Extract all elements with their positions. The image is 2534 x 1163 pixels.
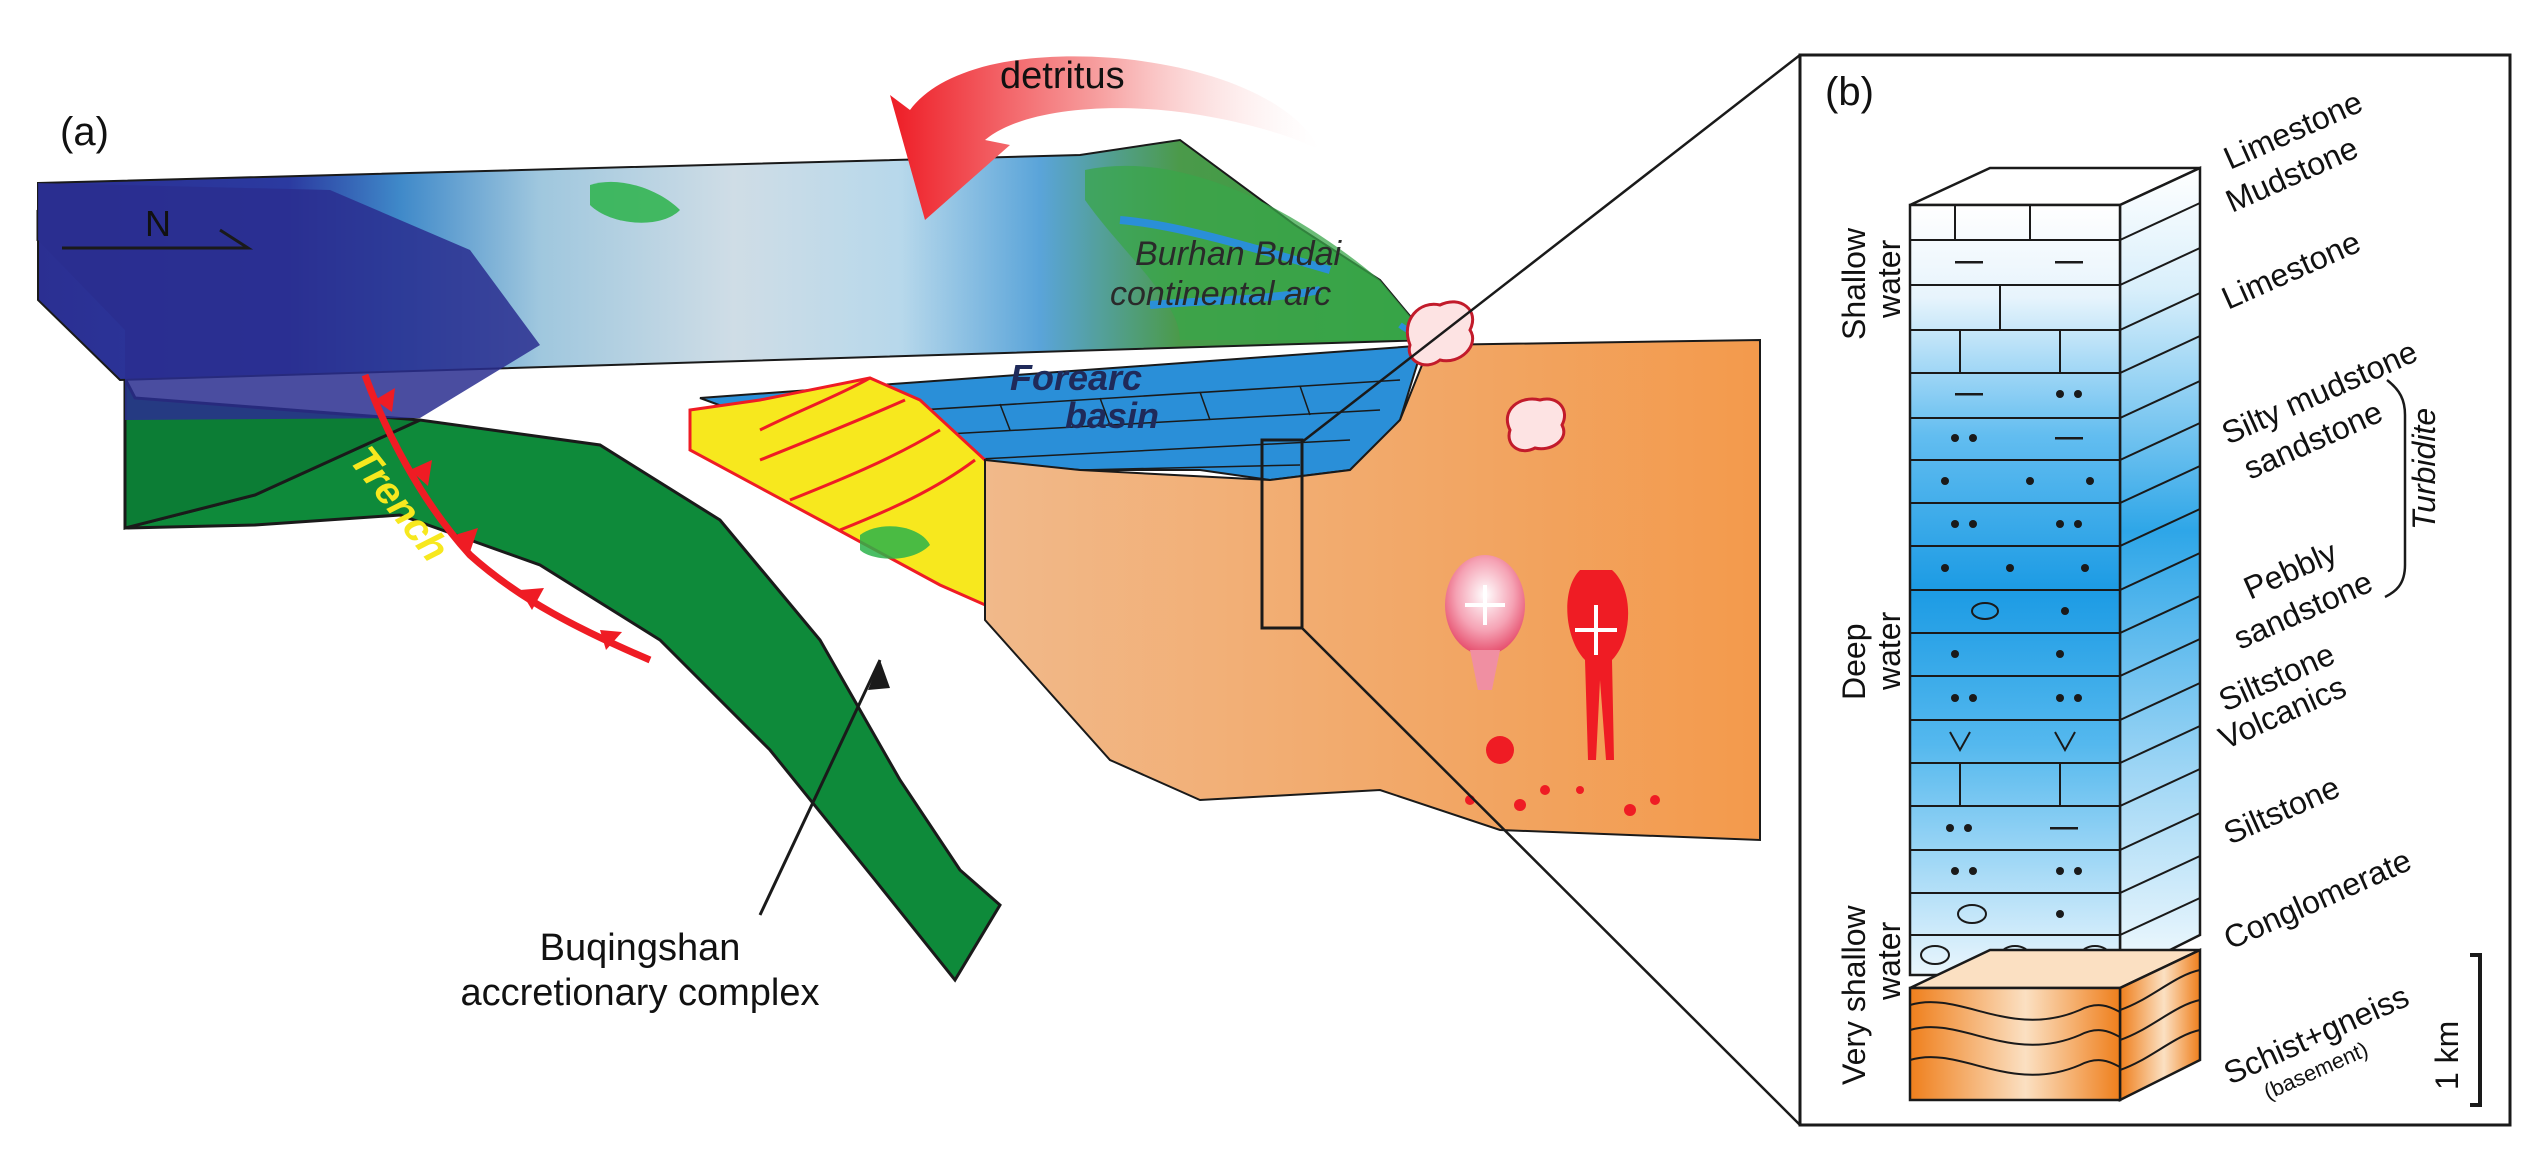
env-deep-line2: water bbox=[1871, 611, 1907, 691]
complex-label-line2: accretionary complex bbox=[460, 972, 819, 1014]
pluton-red-cross-icon bbox=[1575, 605, 1617, 655]
forearc-label-line2: basin bbox=[1065, 395, 1159, 436]
detritus-label: detritus bbox=[1000, 55, 1125, 97]
north-arrow-icon bbox=[62, 228, 254, 250]
column-layers bbox=[1910, 202, 2201, 936]
env-very-shallow-line2: water bbox=[1871, 921, 1907, 1001]
complex-leader-arrowhead bbox=[868, 660, 890, 690]
scale-label: 1 km bbox=[2429, 1021, 2465, 1090]
arc-label-line1: Burhan Budai bbox=[1135, 235, 1342, 273]
arc-label-line2: continental arc bbox=[1110, 275, 1331, 313]
env-very-shallow-line1: Very shallow bbox=[1836, 904, 1872, 1085]
detritus-arrow bbox=[890, 56, 1320, 220]
env-deep-line1: Deep bbox=[1836, 624, 1872, 701]
magma-droplets bbox=[1465, 736, 1660, 816]
pluton-pink-tail bbox=[1470, 650, 1500, 690]
turbidite-label: Turbidite bbox=[2406, 408, 2442, 530]
wedge-thrusts bbox=[759, 376, 976, 532]
trench-teeth bbox=[375, 388, 622, 650]
forearc-label-line1: Forearc bbox=[1010, 357, 1142, 398]
ocean-block bbox=[38, 183, 540, 420]
zoom-connector-bottom bbox=[1301, 627, 1801, 1126]
complex-leader-line bbox=[758, 659, 882, 916]
scale-bar bbox=[2470, 953, 2482, 1107]
complex-label-line1: Buqingshan bbox=[540, 927, 741, 969]
zoom-connector-top bbox=[1301, 54, 1801, 443]
north-label: N bbox=[145, 203, 171, 244]
panel-b-label: (b) bbox=[1825, 70, 1874, 114]
lithology-symbols bbox=[1941, 261, 2094, 918]
turbidite-bracket bbox=[2384, 379, 2407, 599]
panel-a bbox=[36, 56, 1761, 983]
basement-foliation bbox=[1909, 969, 2201, 1076]
panel-b bbox=[1798, 53, 2512, 1127]
pluton-cross-icon bbox=[1465, 585, 1505, 625]
env-shallow-line1: Shallow bbox=[1836, 227, 1872, 340]
zoom-box bbox=[1260, 438, 1304, 630]
panel-a-label: (a) bbox=[60, 110, 109, 154]
arc-crust-section bbox=[984, 338, 1761, 842]
env-shallow-line2: water bbox=[1871, 239, 1907, 319]
trench-line bbox=[361, 373, 652, 664]
pluton-red bbox=[1567, 570, 1629, 760]
